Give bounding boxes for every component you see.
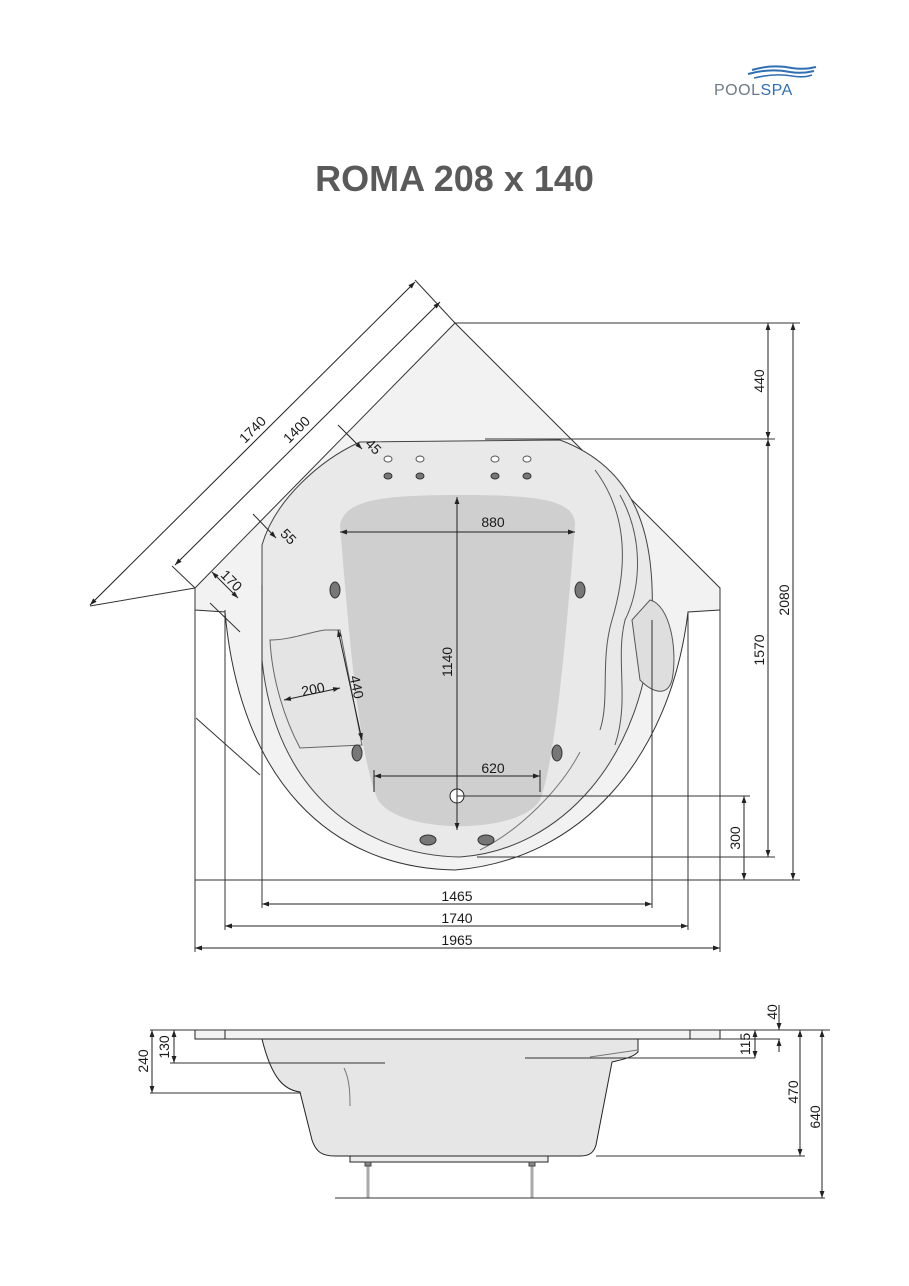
label-640: 640 [807,1105,823,1129]
dim-line-diag-1400 [174,301,441,566]
label-200: 200 [300,679,326,700]
dim-line-45 [337,424,363,450]
button-icon [522,455,532,463]
label-1570: 1570 [751,634,767,665]
page-title: ROMA 208 x 140 [315,158,594,199]
button-icon [415,455,425,463]
air-jet-icon [383,472,393,480]
top-view [89,279,800,952]
dim-line-200 [283,687,341,701]
label-w1465: 1465 [441,888,472,904]
label-40: 40 [764,1004,780,1020]
air-jet-icon [522,472,532,480]
label-115: 115 [737,1033,753,1056]
support-frame [349,1155,549,1163]
label-300: 300 [727,826,743,850]
brand-wordmark: POOLSPA [714,82,793,100]
legs [364,1161,536,1198]
label-w1965: 1965 [441,932,472,948]
side-detail [343,1067,351,1107]
label-w1740: 1740 [441,910,472,926]
wave-logo-icon [747,65,817,79]
jet-icon [419,834,437,846]
label-440-right: 440 [751,369,767,393]
headrest-curve-2 [614,494,638,746]
tub-body [261,1038,639,1157]
jet-icon [329,581,341,599]
dim-line-170 [211,571,239,599]
poolspa-logo: POOLSPA [712,62,832,102]
label-240: 240 [135,1049,151,1073]
label-diag-1740: 1740 [236,413,269,446]
label-diag-1400: 1400 [280,413,313,446]
jet-icon [574,581,586,599]
top-view-dimensions [89,281,796,951]
headrest-curve-1 [594,469,623,731]
dim-line-55 [252,513,277,539]
label-130: 130 [156,1035,172,1059]
rim-top [194,1029,721,1040]
label-620: 620 [481,760,505,776]
brand-part-spa: SPA [760,82,793,99]
air-jet-icon [415,472,425,480]
air-jet-icon [490,472,500,480]
jet-icon [351,744,363,762]
label-2080: 2080 [776,584,792,615]
headrest-pillow [631,599,675,692]
button-icon [490,455,500,463]
dim-line-440-seat [337,629,363,741]
side-view-dim-labels: 240 130 40 115 470 640 [135,1004,823,1129]
side-view [150,1029,830,1199]
side-view-dimensions [149,1005,825,1198]
label-880: 880 [481,514,505,530]
label-1140: 1140 [439,647,455,677]
brand-part-pool: POOL [714,82,761,99]
label-440-seat: 440 [347,674,368,700]
side-detail [589,1049,639,1058]
button-icon [383,455,393,463]
top-view-dim-labels: 1740 1400 45 55 170 880 1140 200 440 620… [218,369,792,948]
side-extension-lines [150,1029,830,1199]
jet-icon [477,834,495,846]
label-470: 470 [785,1080,801,1104]
jet-icon [551,744,563,762]
